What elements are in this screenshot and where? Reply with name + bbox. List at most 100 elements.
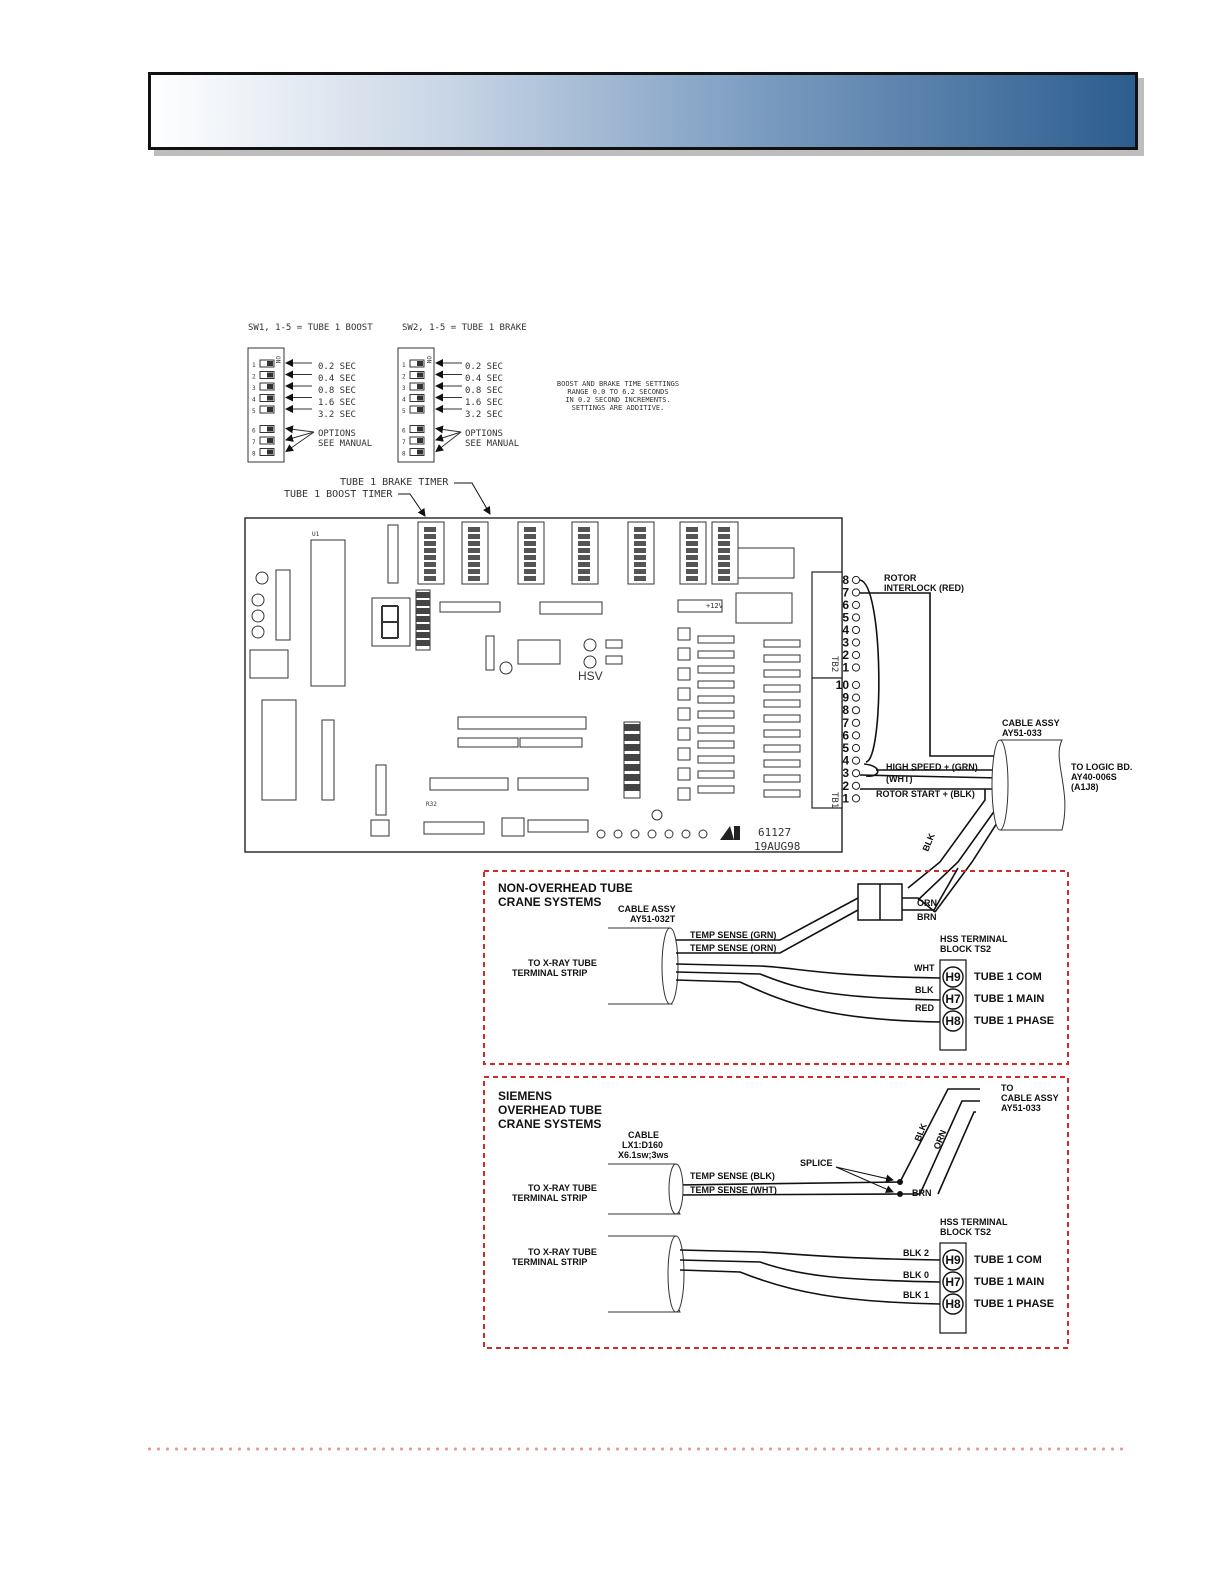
tb1-pin-number: 4 <box>842 754 849 768</box>
svg-text:TEMP SENSE (ORN): TEMP SENSE (ORN) <box>690 943 776 953</box>
svg-text:+12V: +12V <box>706 602 724 610</box>
svg-text:(A1J8): (A1J8) <box>1071 782 1099 792</box>
dip-time-labels-sw1: 0.2 SEC 0.4 SEC 0.8 SEC 1.6 SEC 3.2 SEC … <box>318 362 372 449</box>
dip-position-number: 5 <box>252 408 256 415</box>
svg-text:AY40-006S: AY40-006S <box>1071 772 1117 782</box>
dip-switch-sw2: SW2, 1-5 = TUBE 1 BRAKE ON <box>397 323 527 463</box>
svg-text:OPTIONS: OPTIONS <box>465 429 503 439</box>
svg-text:HSS TERMINAL: HSS TERMINAL <box>940 1217 1008 1227</box>
svg-text:TUBE 1 MAIN: TUBE 1 MAIN <box>974 1276 1044 1288</box>
svg-text:TEMP SENSE (GRN): TEMP SENSE (GRN) <box>690 930 776 940</box>
svg-text:TO LOGIC BD.: TO LOGIC BD. <box>1071 762 1132 772</box>
svg-text:CABLE ASSY: CABLE ASSY <box>1001 1093 1059 1103</box>
dip-position-number: 7 <box>252 439 256 446</box>
svg-text:BRN: BRN <box>912 1188 932 1198</box>
dip-position-number: 2 <box>252 374 256 381</box>
svg-text:BLK 0: BLK 0 <box>903 1270 929 1280</box>
tb1-pin-number: 6 <box>842 728 849 742</box>
svg-text:CABLE: CABLE <box>628 1130 659 1140</box>
svg-text:0.8 SEC: 0.8 SEC <box>318 386 356 396</box>
tb1-pin-number: 1 <box>842 791 849 805</box>
svg-text:TERMINAL STRIP: TERMINAL STRIP <box>512 1193 587 1203</box>
boost-timer-label: TUBE 1 BOOST TIMER <box>284 489 393 500</box>
svg-text:TO X-RAY TUBE: TO X-RAY TUBE <box>528 958 597 968</box>
svg-text:H9: H9 <box>945 1253 961 1267</box>
dip-position-number: 7 <box>402 439 406 446</box>
dip-position-number: 3 <box>402 385 406 392</box>
terminal-block-tb2: TB2 <box>811 571 843 679</box>
svg-text:H9: H9 <box>945 970 961 984</box>
svg-text:AY51-032T: AY51-032T <box>630 914 676 924</box>
non-overhead-section: NON-OVERHEAD TUBE CRANE SYSTEMS CABLE AS… <box>483 867 1069 1065</box>
svg-text:SETTINGS ARE ADDITIVE.: SETTINGS ARE ADDITIVE. <box>572 404 665 412</box>
svg-text:HIGH SPEED + (GRN): HIGH SPEED + (GRN) <box>886 762 978 772</box>
sw1-title: SW1, 1-5 = TUBE 1 BOOST <box>248 323 373 333</box>
svg-text:BLK 2: BLK 2 <box>903 1248 929 1258</box>
tb2-pin-number: 1 <box>842 661 849 675</box>
dip-position-number: 4 <box>402 397 406 404</box>
svg-text:U1: U1 <box>312 531 320 538</box>
svg-text:BOOST AND BRAKE TIME SETTINGS: BOOST AND BRAKE TIME SETTINGS <box>557 380 679 388</box>
svg-text:1.6 SEC: 1.6 SEC <box>318 398 356 408</box>
svg-text:TEMP SENSE (BLK): TEMP SENSE (BLK) <box>690 1171 775 1181</box>
tb1-pin-number: 9 <box>842 691 849 705</box>
svg-text:R32: R32 <box>426 801 437 808</box>
tb1-pin-number: 5 <box>842 741 849 755</box>
svg-text:BLK 1: BLK 1 <box>903 1290 929 1300</box>
board-dip-switches <box>417 521 739 585</box>
svg-text:TO: TO <box>1001 1083 1013 1093</box>
svg-text:TUBE 1 MAIN: TUBE 1 MAIN <box>974 993 1044 1005</box>
svg-text:TB1: TB1 <box>829 792 839 808</box>
dip-position-number: 6 <box>402 428 406 435</box>
svg-text:X6.1sw;3ws: X6.1sw;3ws <box>618 1150 669 1160</box>
chapter-banner <box>148 72 1138 150</box>
svg-text:BLOCK TS2: BLOCK TS2 <box>940 1227 991 1237</box>
svg-text:OPTIONS: OPTIONS <box>318 429 356 439</box>
svg-text:RED: RED <box>915 1003 935 1013</box>
svg-text:ROTOR START + (BLK): ROTOR START + (BLK) <box>876 789 975 799</box>
svg-text:TUBE 1 COM: TUBE 1 COM <box>974 971 1042 983</box>
svg-text:TERMINAL STRIP: TERMINAL STRIP <box>512 968 587 978</box>
tb2-pin-number: 5 <box>842 611 849 625</box>
svg-text:OVERHEAD TUBE: OVERHEAD TUBE <box>498 1103 602 1117</box>
brake-timer-label: TUBE 1 BRAKE TIMER <box>340 477 449 488</box>
svg-text:NON-OVERHEAD TUBE: NON-OVERHEAD TUBE <box>498 881 633 895</box>
tb2-pin-number: 7 <box>842 586 849 600</box>
dip-position-number: 8 <box>252 451 256 458</box>
svg-text:0.4 SEC: 0.4 SEC <box>318 374 356 384</box>
svg-text:BLOCK TS2: BLOCK TS2 <box>940 944 991 954</box>
svg-text:AY51-033: AY51-033 <box>1002 728 1042 738</box>
boost-brake-note: BOOST AND BRAKE TIME SETTINGS RANGE 0.0 … <box>557 380 679 412</box>
svg-text:TERMINAL STRIP: TERMINAL STRIP <box>512 1257 587 1267</box>
svg-text:LX1:D160: LX1:D160 <box>622 1140 663 1150</box>
dip-position-number: 4 <box>252 397 256 404</box>
svg-text:H8: H8 <box>945 1014 961 1028</box>
svg-text:0.2 SEC: 0.2 SEC <box>318 362 356 372</box>
sw2-title: SW2, 1-5 = TUBE 1 BRAKE <box>402 323 527 333</box>
svg-text:TUBE 1 PHASE: TUBE 1 PHASE <box>974 1298 1054 1310</box>
svg-text:CABLE ASSY: CABLE ASSY <box>618 904 676 914</box>
svg-text:SEE MANUAL: SEE MANUAL <box>465 439 519 449</box>
dip-position-number: 6 <box>252 428 256 435</box>
footer-dotted-rule <box>145 1446 1125 1452</box>
svg-text:ON: ON <box>274 356 281 364</box>
svg-text:SIEMENS: SIEMENS <box>498 1089 552 1103</box>
svg-text:TEMP SENSE (WHT): TEMP SENSE (WHT) <box>690 1185 777 1195</box>
svg-text:0.2 SEC: 0.2 SEC <box>465 362 503 372</box>
svg-text:RANGE 0.0 TO 6.2 SECONDS: RANGE 0.0 TO 6.2 SECONDS <box>567 388 668 396</box>
svg-text:INTERLOCK (RED): INTERLOCK (RED) <box>884 583 964 593</box>
tb2-pin-number: 3 <box>842 636 849 650</box>
tb2-pin-number: 8 <box>842 573 849 587</box>
svg-text:H7: H7 <box>945 1275 961 1289</box>
board-number: 61127 <box>758 826 791 839</box>
svg-text:BLK: BLK <box>921 831 937 852</box>
svg-text:TUBE 1 PHASE: TUBE 1 PHASE <box>974 1015 1054 1027</box>
svg-text:ON: ON <box>425 356 432 364</box>
board-wiring <box>859 579 1005 913</box>
svg-text:CRANE SYSTEMS: CRANE SYSTEMS <box>498 895 601 909</box>
dip-position-number: 1 <box>402 362 406 369</box>
timer-callouts: TUBE 1 BRAKE TIMER TUBE 1 BOOST TIMER <box>284 477 491 517</box>
svg-text:TO X-RAY TUBE: TO X-RAY TUBE <box>528 1247 597 1257</box>
svg-text:TB2: TB2 <box>829 656 839 672</box>
